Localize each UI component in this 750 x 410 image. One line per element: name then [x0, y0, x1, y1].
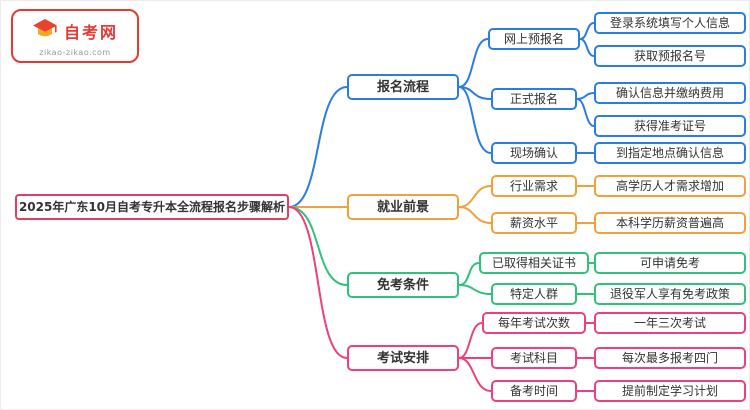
node-exam-subjects: 考试科目: [491, 347, 577, 369]
node-veterans-exemption-policy: 退役军人享有免考政策: [594, 283, 746, 305]
node-preparation-time: 备考时间: [491, 380, 577, 402]
node-login-fill-personal-info: 登录系统填写个人信息: [594, 12, 746, 34]
site-url: zikao-zikao.com: [39, 47, 111, 57]
node-make-study-plan-in-advance: 提前制定学习计划: [594, 380, 746, 402]
branch-employment-prospects: 就业前景: [347, 194, 459, 220]
node-max-four-subjects-per-sitting: 每次最多报考四门: [594, 347, 746, 369]
logo-row: 自考网: [32, 16, 118, 46]
node-onsite-confirmation: 现场确认: [491, 142, 577, 164]
node-get-pre-registration-number: 获取预报名号: [594, 45, 746, 67]
node-salary-level: 薪资水平: [491, 212, 577, 234]
node-obtained-relevant-certificates: 已取得相关证书: [479, 252, 589, 274]
node-online-pre-registration: 网上预报名: [488, 28, 580, 50]
node-formal-registration: 正式报名: [491, 88, 577, 110]
node-industry-demand: 行业需求: [491, 175, 577, 197]
branch-exam-arrangement: 考试安排: [347, 345, 459, 371]
branch-registration-process: 报名流程: [347, 74, 459, 100]
branch-exemption-conditions: 免考条件: [347, 272, 459, 298]
node-root-title: 2025年广东10月自考专升本全流程报名步骤解析: [15, 194, 289, 220]
graduation-cap-icon: [32, 16, 58, 46]
node-three-exams-per-year: 一年三次考试: [594, 312, 746, 334]
node-high-education-demand-increase: 高学历人才需求增加: [594, 175, 746, 197]
node-get-admission-ticket-number: 获得准考证号: [594, 115, 746, 137]
node-confirm-at-designated-location: 到指定地点确认信息: [594, 142, 746, 164]
node-can-apply-for-exemption: 可申请免考: [594, 252, 746, 274]
node-annual-exam-count: 每年考试次数: [482, 312, 586, 334]
site-logo: 自考网 zikao-zikao.com: [11, 9, 139, 63]
node-bachelor-salary-generally-higher: 本科学历薪资普遍高: [594, 212, 746, 234]
node-confirm-info-and-pay-fee: 确认信息并缴纳费用: [594, 82, 746, 104]
node-specific-groups: 特定人群: [491, 283, 577, 305]
site-name: 自考网: [63, 22, 118, 42]
